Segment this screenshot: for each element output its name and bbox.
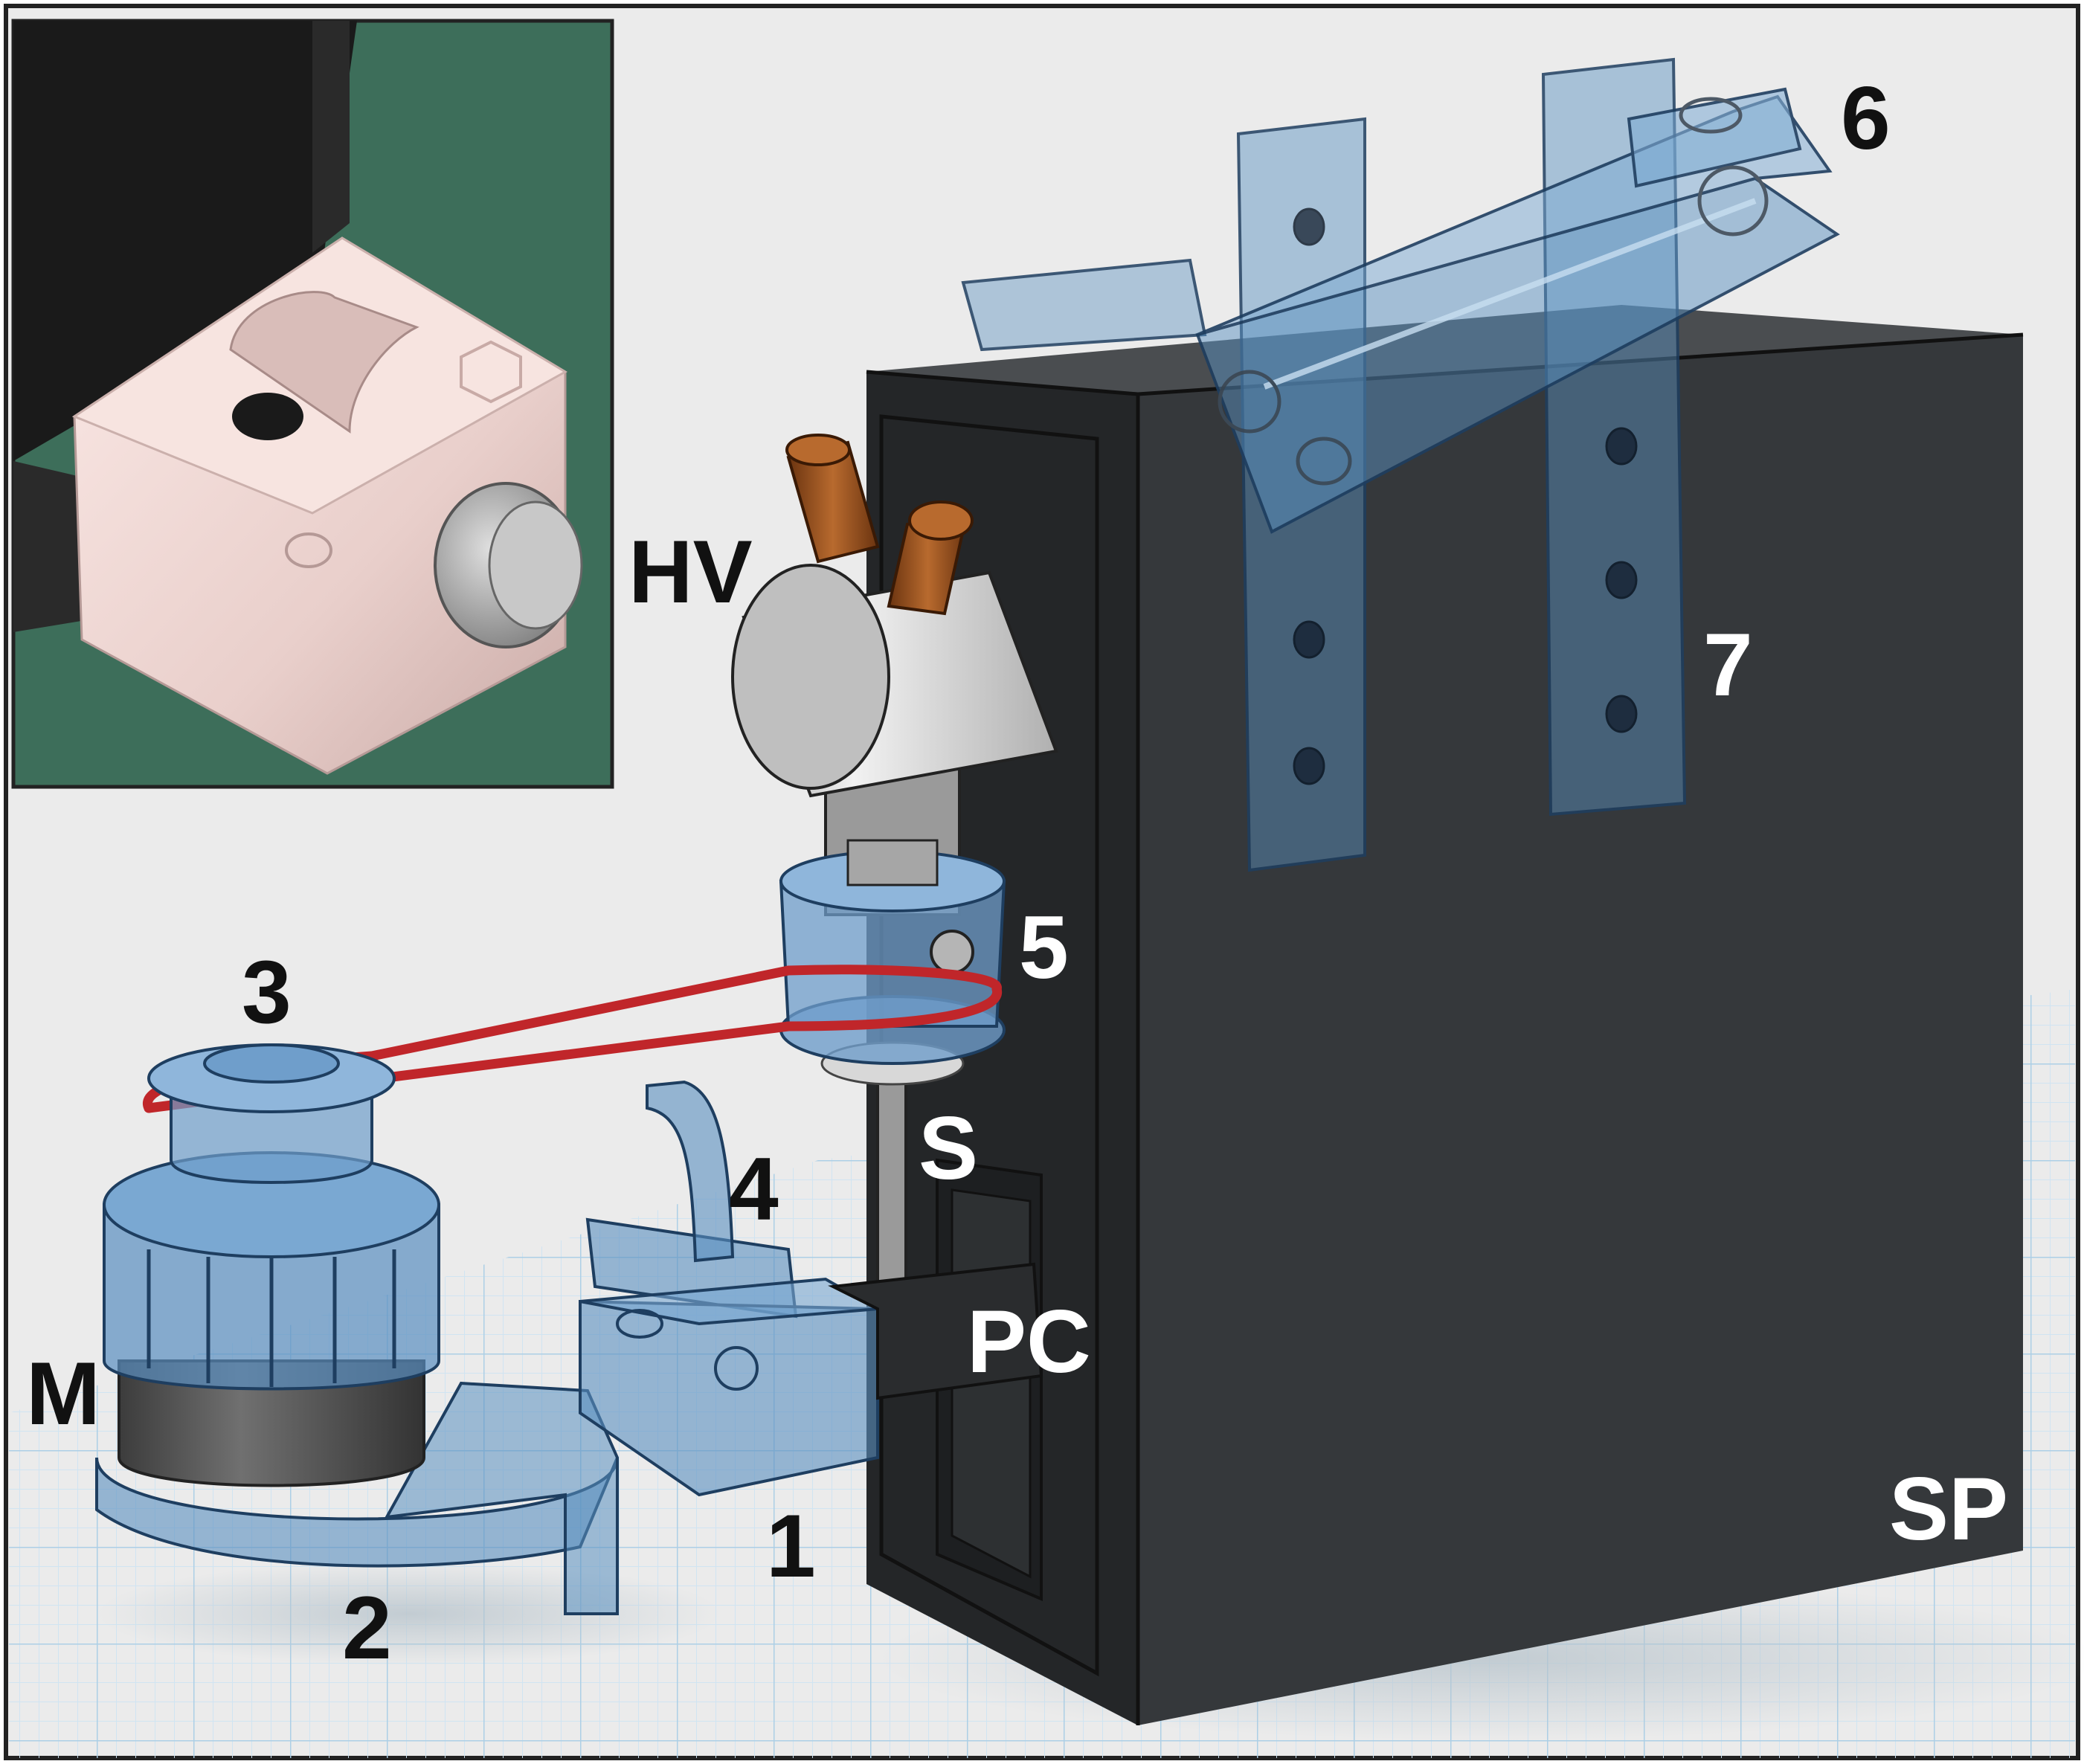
label-pc: PC (967, 1292, 1091, 1391)
motor-fins (147, 1249, 396, 1387)
label-sp: SP (1889, 1459, 2008, 1559)
knurled-screw-icon (434, 482, 583, 648)
pulley-5 (779, 839, 1006, 1086)
inset-photo (11, 19, 614, 789)
label-4: 4 (729, 1139, 779, 1239)
rail-holes (1293, 207, 1638, 785)
motor-m (95, 1043, 619, 1615)
pc-piece (828, 1262, 1043, 1400)
label-5: 5 (1019, 898, 1069, 997)
bar-6 (1195, 87, 1840, 534)
label-s: S (919, 1098, 978, 1198)
hex-bolt-icon (460, 340, 522, 404)
label-m: M (26, 1344, 100, 1443)
label-1: 1 (766, 1496, 816, 1596)
rail-7 (961, 57, 1687, 872)
label-2: 2 (342, 1578, 392, 1678)
label-7: 7 (1703, 615, 1753, 715)
sp-housing (866, 305, 2024, 1725)
label-3: 3 (242, 942, 292, 1042)
thread-holes (1218, 97, 1769, 486)
labels: HV 1 2 3 4 5 6 7 M S PC SP (26, 68, 2008, 1678)
label-hv: HV (628, 522, 753, 622)
label-6: 6 (1841, 68, 1891, 168)
clamp-block-1 (579, 1277, 883, 1497)
